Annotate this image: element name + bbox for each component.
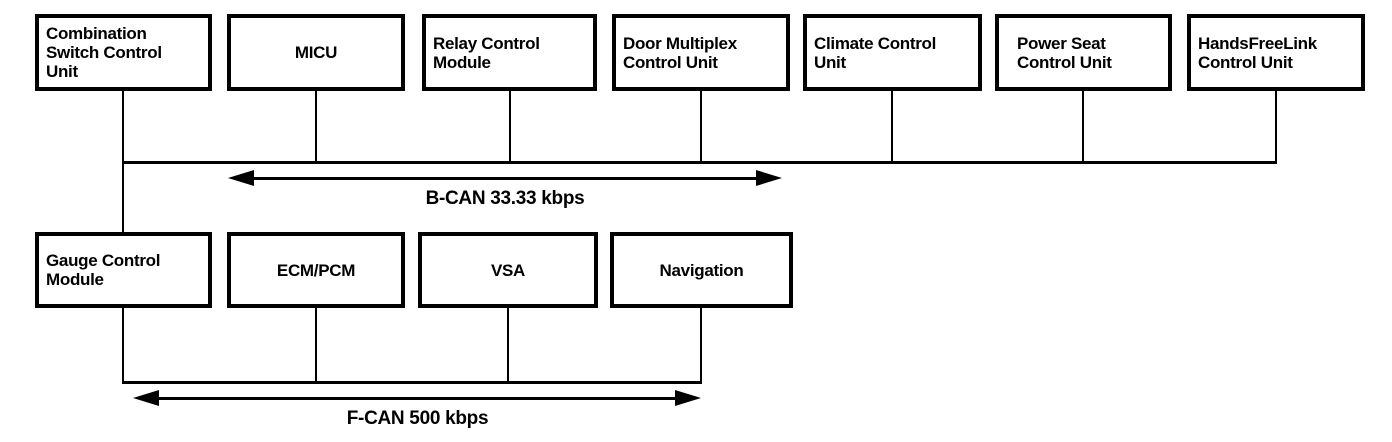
connector-navigation-to-fcan bbox=[700, 308, 702, 383]
b-can-span-arrow bbox=[228, 169, 782, 187]
node-box-ecm-pcm: ECM/PCM bbox=[227, 232, 405, 308]
f-can-span-arrow bbox=[133, 389, 701, 407]
f-can-bus-label: F-CAN 500 kbps bbox=[346, 408, 489, 429]
node-box-climate-control-unit: Climate Control Unit bbox=[803, 14, 982, 91]
connector-door-multiplex-to-bcan bbox=[700, 91, 702, 163]
b-can-bus-line bbox=[122, 161, 1277, 164]
connector-gauge-to-fcan bbox=[122, 308, 124, 383]
connector-climate-control-to-bcan bbox=[891, 91, 893, 163]
node-box-door-multiplex-control-unit: Door Multiplex Control Unit bbox=[612, 14, 790, 91]
connector-relay-control-to-bcan bbox=[509, 91, 511, 163]
arrowhead-left-icon bbox=[228, 170, 254, 186]
arrowhead-right-icon bbox=[756, 170, 782, 186]
node-box-micu: MICU bbox=[227, 14, 405, 91]
node-box-relay-control-module: Relay Control Module bbox=[422, 14, 597, 91]
arrowhead-left-icon bbox=[133, 390, 159, 406]
node-box-vsa: VSA bbox=[418, 232, 598, 308]
arrow-shaft bbox=[159, 396, 675, 400]
connector-ecm-pcm-to-fcan bbox=[315, 308, 317, 383]
arrow-shaft bbox=[254, 176, 756, 180]
f-can-bus-line bbox=[122, 381, 702, 384]
connector-vsa-to-fcan bbox=[507, 308, 509, 383]
node-box-combination-switch-control-unit: Combination Switch Control Unit bbox=[35, 14, 212, 91]
node-box-gauge-control-module: Gauge Control Module bbox=[35, 232, 212, 308]
node-box-power-seat-control-unit: Power Seat Control Unit bbox=[995, 14, 1172, 91]
node-box-navigation: Navigation bbox=[610, 232, 793, 308]
connector-power-seat-to-bcan bbox=[1082, 91, 1084, 163]
connector-micu-to-bcan bbox=[315, 91, 317, 163]
connector-handsfreelink-to-bcan bbox=[1275, 91, 1277, 163]
b-can-bus-label: B-CAN 33.33 kbps bbox=[425, 188, 585, 209]
arrowhead-right-icon bbox=[675, 390, 701, 406]
node-box-handsfreelink-control-unit: HandsFreeLink Control Unit bbox=[1187, 14, 1365, 91]
